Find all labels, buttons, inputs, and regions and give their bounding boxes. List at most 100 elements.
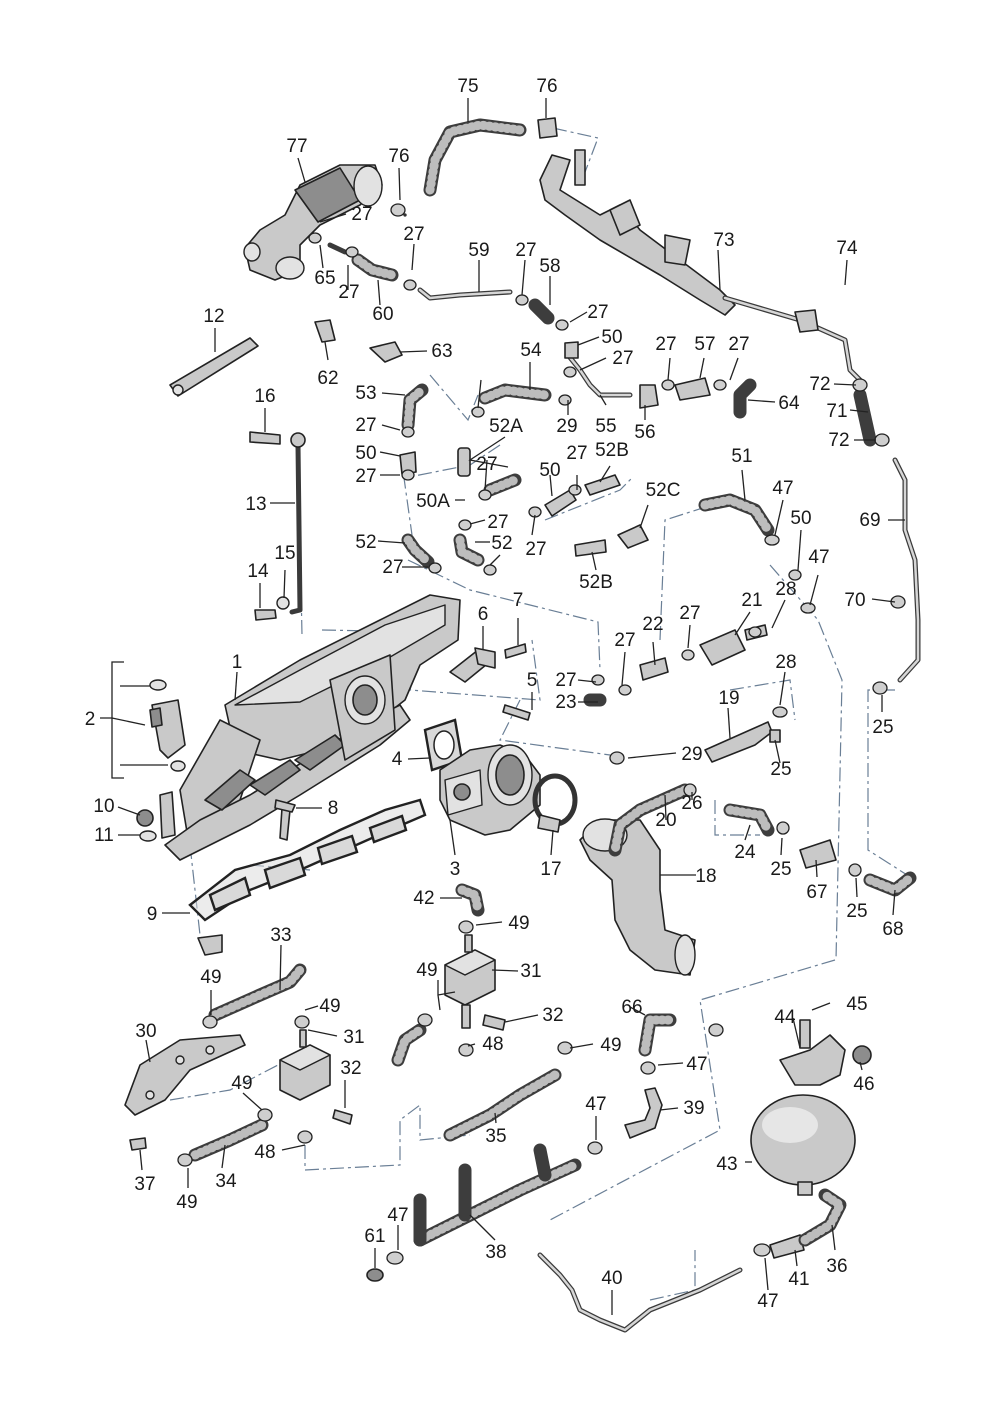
callout-31: 31	[520, 961, 541, 982]
callout-49: 49	[176, 1192, 197, 1213]
callout-30: 30	[135, 1021, 156, 1042]
callout-72: 72	[828, 430, 849, 451]
callout-27: 27	[338, 282, 359, 303]
callout-52: 52	[491, 533, 512, 554]
gasket-9	[188, 798, 427, 956]
callout-25: 25	[770, 759, 791, 780]
callout-19: 19	[718, 688, 739, 709]
callout-11: 11	[94, 825, 114, 846]
callout-32: 32	[340, 1058, 361, 1079]
callout-72: 72	[809, 374, 830, 395]
callout-53: 53	[355, 383, 376, 404]
callout-12: 12	[203, 306, 224, 327]
callout-27: 27	[351, 204, 372, 225]
callout-47: 47	[808, 547, 829, 568]
callout-74: 74	[836, 238, 858, 259]
callout-27: 27	[403, 224, 424, 245]
callout-65: 65	[314, 268, 335, 289]
hose-clamps	[177, 203, 906, 1265]
callout-49: 49	[200, 967, 221, 988]
callout-47: 47	[772, 478, 793, 499]
callout-46: 46	[853, 1074, 874, 1095]
callout-50: 50	[601, 327, 622, 348]
callout-69: 69	[859, 510, 880, 531]
callout-28: 28	[775, 652, 796, 673]
callout-52A: 52A	[489, 416, 523, 437]
callout-27: 27	[355, 415, 376, 436]
callout-20: 20	[655, 810, 676, 831]
callout-25: 25	[872, 717, 893, 738]
callout-35: 35	[485, 1126, 506, 1147]
callout-1: 1	[232, 652, 243, 673]
bracket-30	[124, 1034, 246, 1116]
callout-2: 2	[85, 709, 96, 730]
callout-31: 31	[343, 1027, 364, 1048]
callout-27: 27	[728, 334, 749, 355]
callout-50: 50	[790, 508, 811, 529]
solenoid-valve-31-upper	[444, 934, 496, 1029]
callout-3: 3	[450, 859, 461, 880]
callout-17: 17	[540, 859, 561, 880]
callout-51: 51	[731, 446, 752, 467]
callout-27: 27	[655, 334, 676, 355]
callout-27: 27	[612, 348, 633, 369]
callout-52: 52	[355, 532, 376, 553]
callout-49: 49	[231, 1073, 252, 1094]
injector-2	[149, 679, 186, 772]
callout-49: 49	[319, 996, 340, 1017]
callout-76: 76	[536, 76, 557, 97]
callout-28: 28	[775, 579, 796, 600]
callout-55: 55	[595, 416, 616, 437]
callout-27: 27	[566, 443, 587, 464]
callout-58: 58	[539, 256, 560, 277]
callout-70: 70	[844, 590, 865, 611]
callout-68: 68	[882, 919, 903, 940]
callout-27: 27	[614, 630, 635, 651]
solenoid-valve-31-lower	[279, 1029, 331, 1101]
callout-47: 47	[387, 1205, 408, 1226]
callout-labels: 75 76 77 76 27 27 65 27 60 59 27 58 27 5…	[85, 76, 904, 1312]
callout-27: 27	[515, 240, 536, 261]
callout-75: 75	[457, 76, 478, 97]
callout-67: 67	[806, 882, 827, 903]
callout-47: 47	[757, 1291, 778, 1312]
callout-9: 9	[147, 904, 158, 925]
callout-13: 13	[245, 494, 266, 515]
callout-4: 4	[392, 749, 403, 770]
callout-6: 6	[478, 604, 489, 625]
callout-39: 39	[683, 1098, 704, 1119]
callout-5: 5	[527, 670, 538, 691]
callout-29: 29	[556, 416, 577, 437]
callout-57: 57	[694, 334, 715, 355]
callout-64: 64	[778, 393, 800, 414]
fuel-rail-12	[169, 337, 259, 397]
intake-hose-18	[579, 818, 696, 976]
callout-27: 27	[382, 557, 403, 578]
callout-62: 62	[317, 368, 338, 389]
callout-52B: 52B	[579, 572, 613, 593]
callout-18: 18	[695, 866, 716, 887]
callout-49: 49	[600, 1035, 621, 1056]
callout-10: 10	[93, 796, 114, 817]
callout-54: 54	[520, 340, 542, 361]
callout-38: 38	[485, 1242, 506, 1263]
callout-27: 27	[355, 466, 376, 487]
callout-50: 50	[355, 443, 376, 464]
callout-16: 16	[254, 386, 275, 407]
callout-42: 42	[413, 888, 434, 909]
callout-8: 8	[328, 798, 339, 819]
callout-44: 44	[774, 1007, 796, 1028]
callout-47: 47	[585, 1094, 606, 1115]
callout-27: 27	[679, 603, 700, 624]
vacuum-reservoir-43	[750, 1094, 856, 1196]
callout-24: 24	[734, 842, 756, 863]
callout-29: 29	[681, 744, 702, 765]
callout-7: 7	[513, 590, 524, 611]
callout-36: 36	[826, 1256, 847, 1277]
callout-66: 66	[621, 997, 642, 1018]
callout-52B: 52B	[595, 440, 629, 461]
callout-40: 40	[601, 1268, 622, 1289]
throttle-body-3	[439, 744, 541, 836]
callout-52C: 52C	[646, 480, 681, 501]
